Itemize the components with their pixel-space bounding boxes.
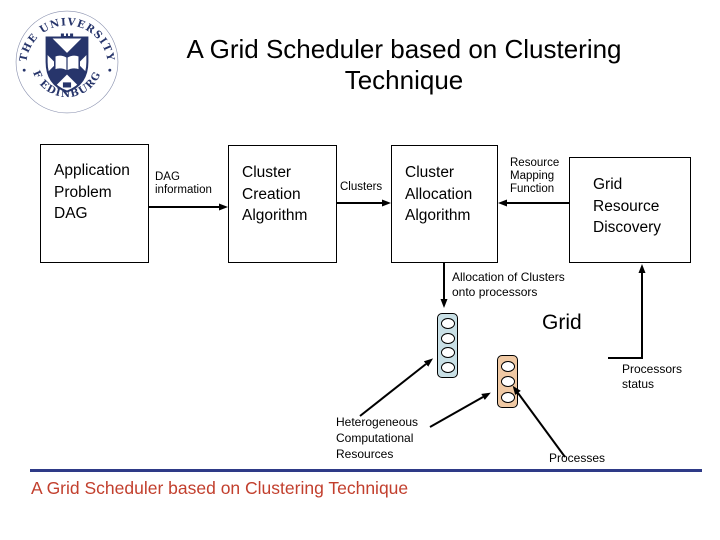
logo-shield [45,33,89,93]
slide-title-line1: A Grid Scheduler based on Clustering [186,34,622,64]
processor-oval [440,332,455,344]
processor-oval [440,347,455,359]
arrow-heterogeneous-to-blue-cluster [359,358,434,417]
label-grid: Grid [542,311,582,334]
slide-title-line2: Technique [344,65,464,95]
logo-dot-right [108,68,112,72]
flow-box-grid-resource-discovery: Grid Resource Discovery [569,157,691,263]
processor-oval [440,362,455,374]
label-allocation-of-clusters: Allocation of Clusters onto processors [452,270,565,299]
label-dag-information: DAG information [155,171,212,196]
label-clusters: Clusters [340,181,383,193]
flow-box-cluster-allocation-algorithm: Cluster Allocation Algorithm [391,145,498,263]
processor-oval [440,317,455,329]
label-resource-mapping-function: Resource Mapping Function [510,157,560,195]
cluster-glyph-blue [437,313,458,378]
processor-oval [500,391,515,403]
footer-divider-line [30,469,702,472]
flow-box-application-problem-dag: Application Problem DAG [40,144,149,263]
flow-box-cluster-creation-algorithm: Cluster Creation Algorithm [228,145,337,263]
logo-open-book [54,54,80,73]
processor-oval [500,376,515,387]
arrow-processors-status-up [608,264,646,359]
logo-dot-left [22,68,26,72]
label-processors-status: Processors status [622,362,683,391]
university-of-edinburgh-logo: THE UNIVERSITY OF EDINBURGH [14,9,119,114]
slide-title: A Grid Scheduler based on Clustering Tec… [124,34,684,96]
footer-title: A Grid Scheduler based on Clustering Tec… [31,478,409,498]
processor-oval [500,360,515,372]
cluster-glyph-orange [497,355,518,408]
logo-castle [60,33,74,39]
arrow-processes-to-orange-cluster [512,385,566,458]
label-heterogeneous-computational-resources: Heterogeneous Computational Resources [336,415,419,461]
logo-base-mark [62,82,72,88]
label-processes: Processes [549,451,606,465]
